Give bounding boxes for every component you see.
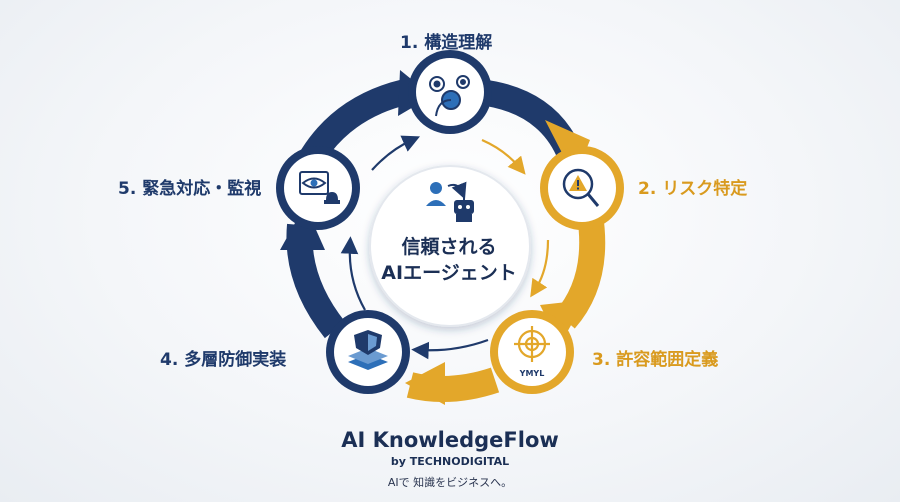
center-node <box>369 165 531 327</box>
brand-title: AI KnowledgeFlow <box>341 428 559 452</box>
arrow-2-to-3-head <box>540 300 585 345</box>
warning-magnifier-icon <box>562 168 600 207</box>
step-label-1: 1. 構造理解 <box>400 33 493 53</box>
target-badge: YMYL <box>519 369 545 378</box>
step-node-5 <box>276 146 360 230</box>
step-node-1 <box>408 50 492 134</box>
gears-brain-icon <box>429 75 470 117</box>
target-icon <box>514 326 550 362</box>
step-node-2 <box>540 146 624 230</box>
inner-arrow-4-5 <box>340 236 366 311</box>
step-label-2: 2. リスク特定 <box>638 179 748 199</box>
brand-block: AI KnowledgeFlow by TECHNODIGITAL AIで 知識… <box>300 428 600 490</box>
human-robot-icon <box>426 181 474 222</box>
brand-tagline: AIで 知識をビジネスへ。 <box>387 476 513 489</box>
center-title: 信頼される AIエージェント <box>368 234 530 286</box>
arrow-3-to-4-head <box>405 362 445 405</box>
step-node-3: YMYL <box>490 310 574 394</box>
step-node-4 <box>326 310 410 394</box>
arrow-1-to-2 <box>478 79 580 156</box>
inner-arrow-2-3 <box>530 239 550 298</box>
center-title-line1: 信頼される <box>401 236 497 258</box>
inner-arrow-1-2 <box>481 138 526 175</box>
inner-ring <box>340 135 550 360</box>
step-label-3: 3. 許容範囲定義 <box>592 350 719 370</box>
arrow-4-to-5-head <box>280 205 325 250</box>
eye-alarm-icon <box>299 171 340 204</box>
inner-arrow-5-1 <box>371 135 421 171</box>
step-label-4: 4. 多層防御実装 <box>160 350 287 370</box>
layered-shield-icon <box>348 330 388 370</box>
step-label-5: 5. 緊急対応・監視 <box>118 179 262 199</box>
center-title-line2: AIエージェント <box>381 262 517 284</box>
brand-byline: by TECHNODIGITAL <box>390 455 510 468</box>
inner-arrow-3-4 <box>411 338 489 360</box>
